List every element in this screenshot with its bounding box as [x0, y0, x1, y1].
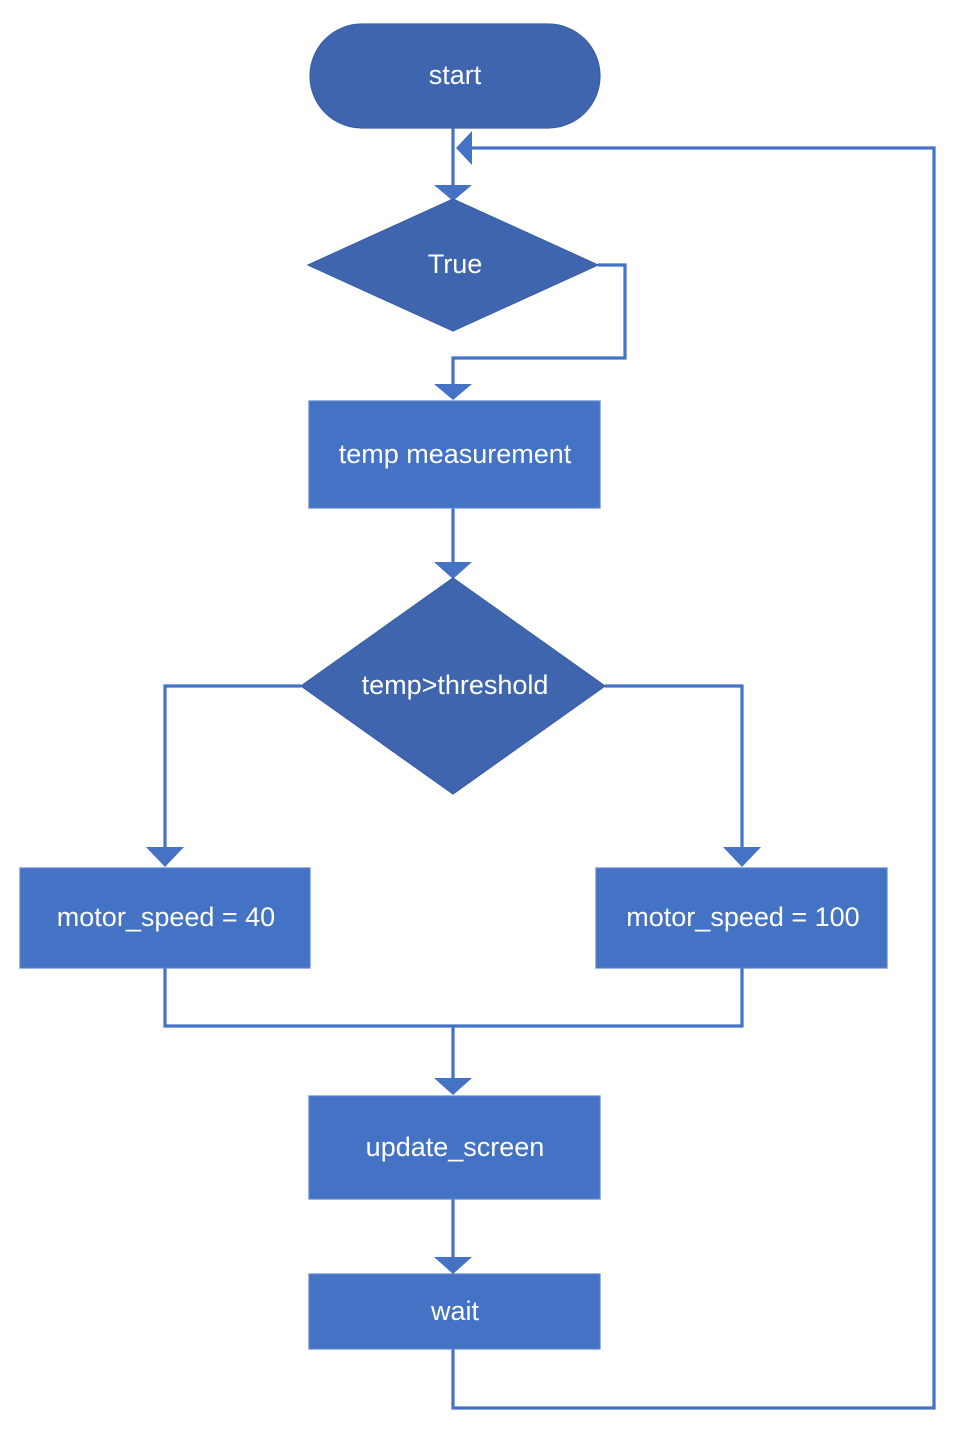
node-temp-threshold[interactable]: temp>threshold	[299, 577, 607, 795]
edge-update-to-wait	[434, 1199, 472, 1274]
edge-start-to-true	[434, 128, 472, 201]
edge-temp-to-threshold	[434, 508, 472, 579]
temp-threshold-shape[interactable]	[299, 577, 607, 795]
edge-threshold-right	[605, 684, 761, 867]
node-temp-measurement[interactable]: temp measurement	[308, 400, 601, 509]
while-true-shape[interactable]	[306, 198, 600, 332]
temp-measurement-shape[interactable]	[308, 400, 601, 509]
update-screen-shape[interactable]	[308, 1095, 601, 1200]
node-while-true[interactable]: True	[306, 198, 600, 332]
motor-speed-40-shape[interactable]	[19, 867, 311, 969]
node-motor-speed-40[interactable]: motor_speed = 40	[19, 867, 311, 969]
node-update-screen[interactable]: update_screen	[308, 1095, 601, 1200]
start-shape[interactable]	[309, 23, 601, 129]
wait-shape[interactable]	[308, 1273, 601, 1350]
edge-merge-to-update	[163, 968, 744, 1095]
node-start[interactable]: start	[309, 23, 601, 129]
edge-threshold-left	[146, 684, 301, 867]
edge-true-loop-right	[434, 263, 627, 400]
edge-wait-feedback-loop	[451, 131, 936, 1410]
node-wait[interactable]: wait	[308, 1273, 601, 1350]
motor-speed-100-shape[interactable]	[595, 867, 888, 969]
node-motor-speed-100[interactable]: motor_speed = 100	[595, 867, 888, 969]
